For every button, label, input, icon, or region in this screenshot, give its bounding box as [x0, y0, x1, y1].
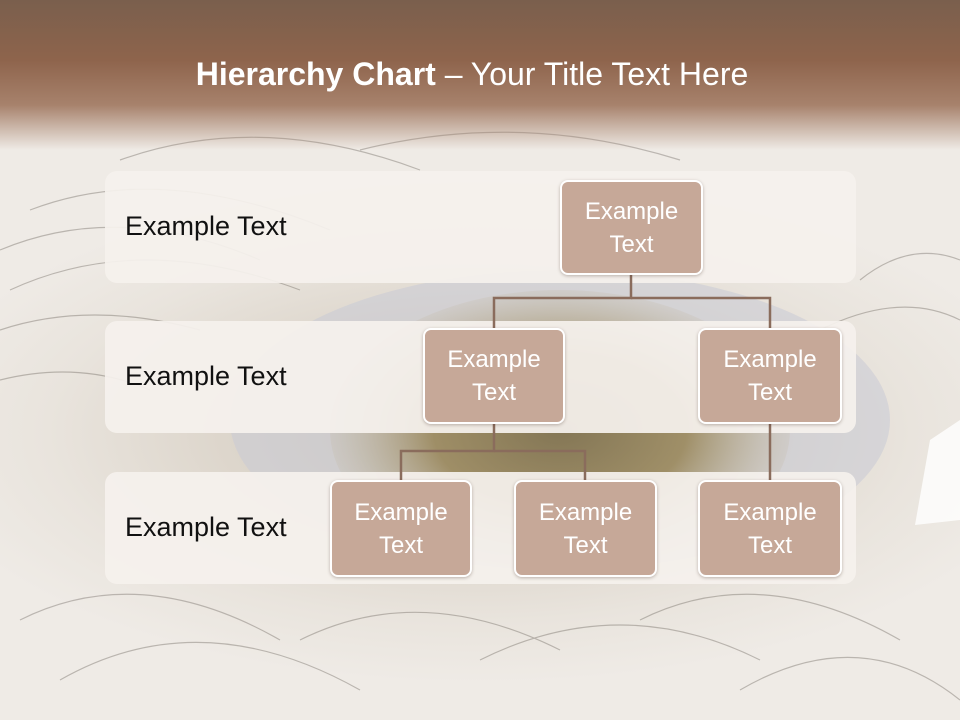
node-level2-right[interactable]: Example Text [698, 328, 842, 424]
title-rest: – Your Title Text Here [435, 56, 749, 92]
level-2-label: Example Text [125, 361, 287, 391]
node-level3-right[interactable]: Example Text [698, 480, 842, 577]
level-3-label: Example Text [125, 512, 287, 542]
title-bar [0, 0, 960, 150]
node-root[interactable]: Example Text [560, 180, 703, 275]
title-bold: Hierarchy Chart [195, 56, 436, 92]
slide-title: Hierarchy Chart – Your Title Text Here [0, 56, 944, 93]
node-level3-left[interactable]: Example Text [330, 480, 472, 577]
node-level2-left[interactable]: Example Text [423, 328, 565, 424]
node-level3-middle[interactable]: Example Text [514, 480, 657, 577]
level-1-label: Example Text [125, 211, 287, 241]
level-band-1 [105, 171, 856, 283]
